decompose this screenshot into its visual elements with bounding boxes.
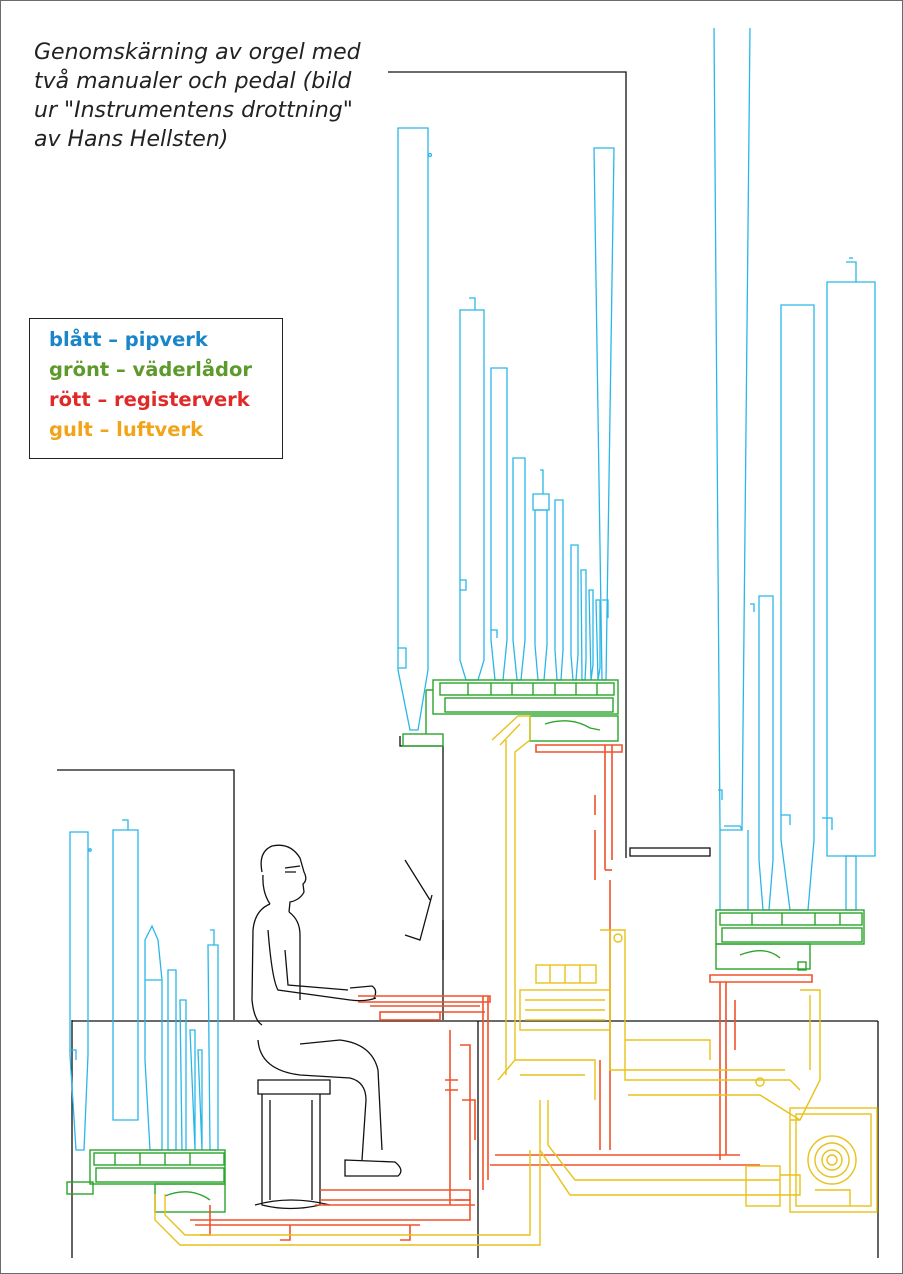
legend-item-action: rött – registerverk [49,388,250,411]
caption-line: två manualer och pedal (bild [34,69,352,94]
figure-caption: Genomskärning av orgel med två manualer … [34,38,374,154]
legend-item-wind: gult – luftverk [49,418,204,441]
organist-figure [251,844,402,1210]
wind-system [154,715,878,1246]
case-outline [57,71,879,1258]
caption-line: av Hans Hellsten) [34,127,229,152]
legend-item-pipes: blått – pipverk [49,328,208,351]
color-legend: blått – pipverk grönt – väderlådor rött … [29,318,283,459]
legend-item-windchests: grönt – väderlådor [49,358,252,381]
caption-line: ur "Instrumentens drottning" [34,98,353,123]
pipework [69,27,876,1151]
key-and-stop-action [190,744,813,1241]
caption-line: Genomskärning av orgel med [34,40,361,65]
windchests [66,679,865,1213]
